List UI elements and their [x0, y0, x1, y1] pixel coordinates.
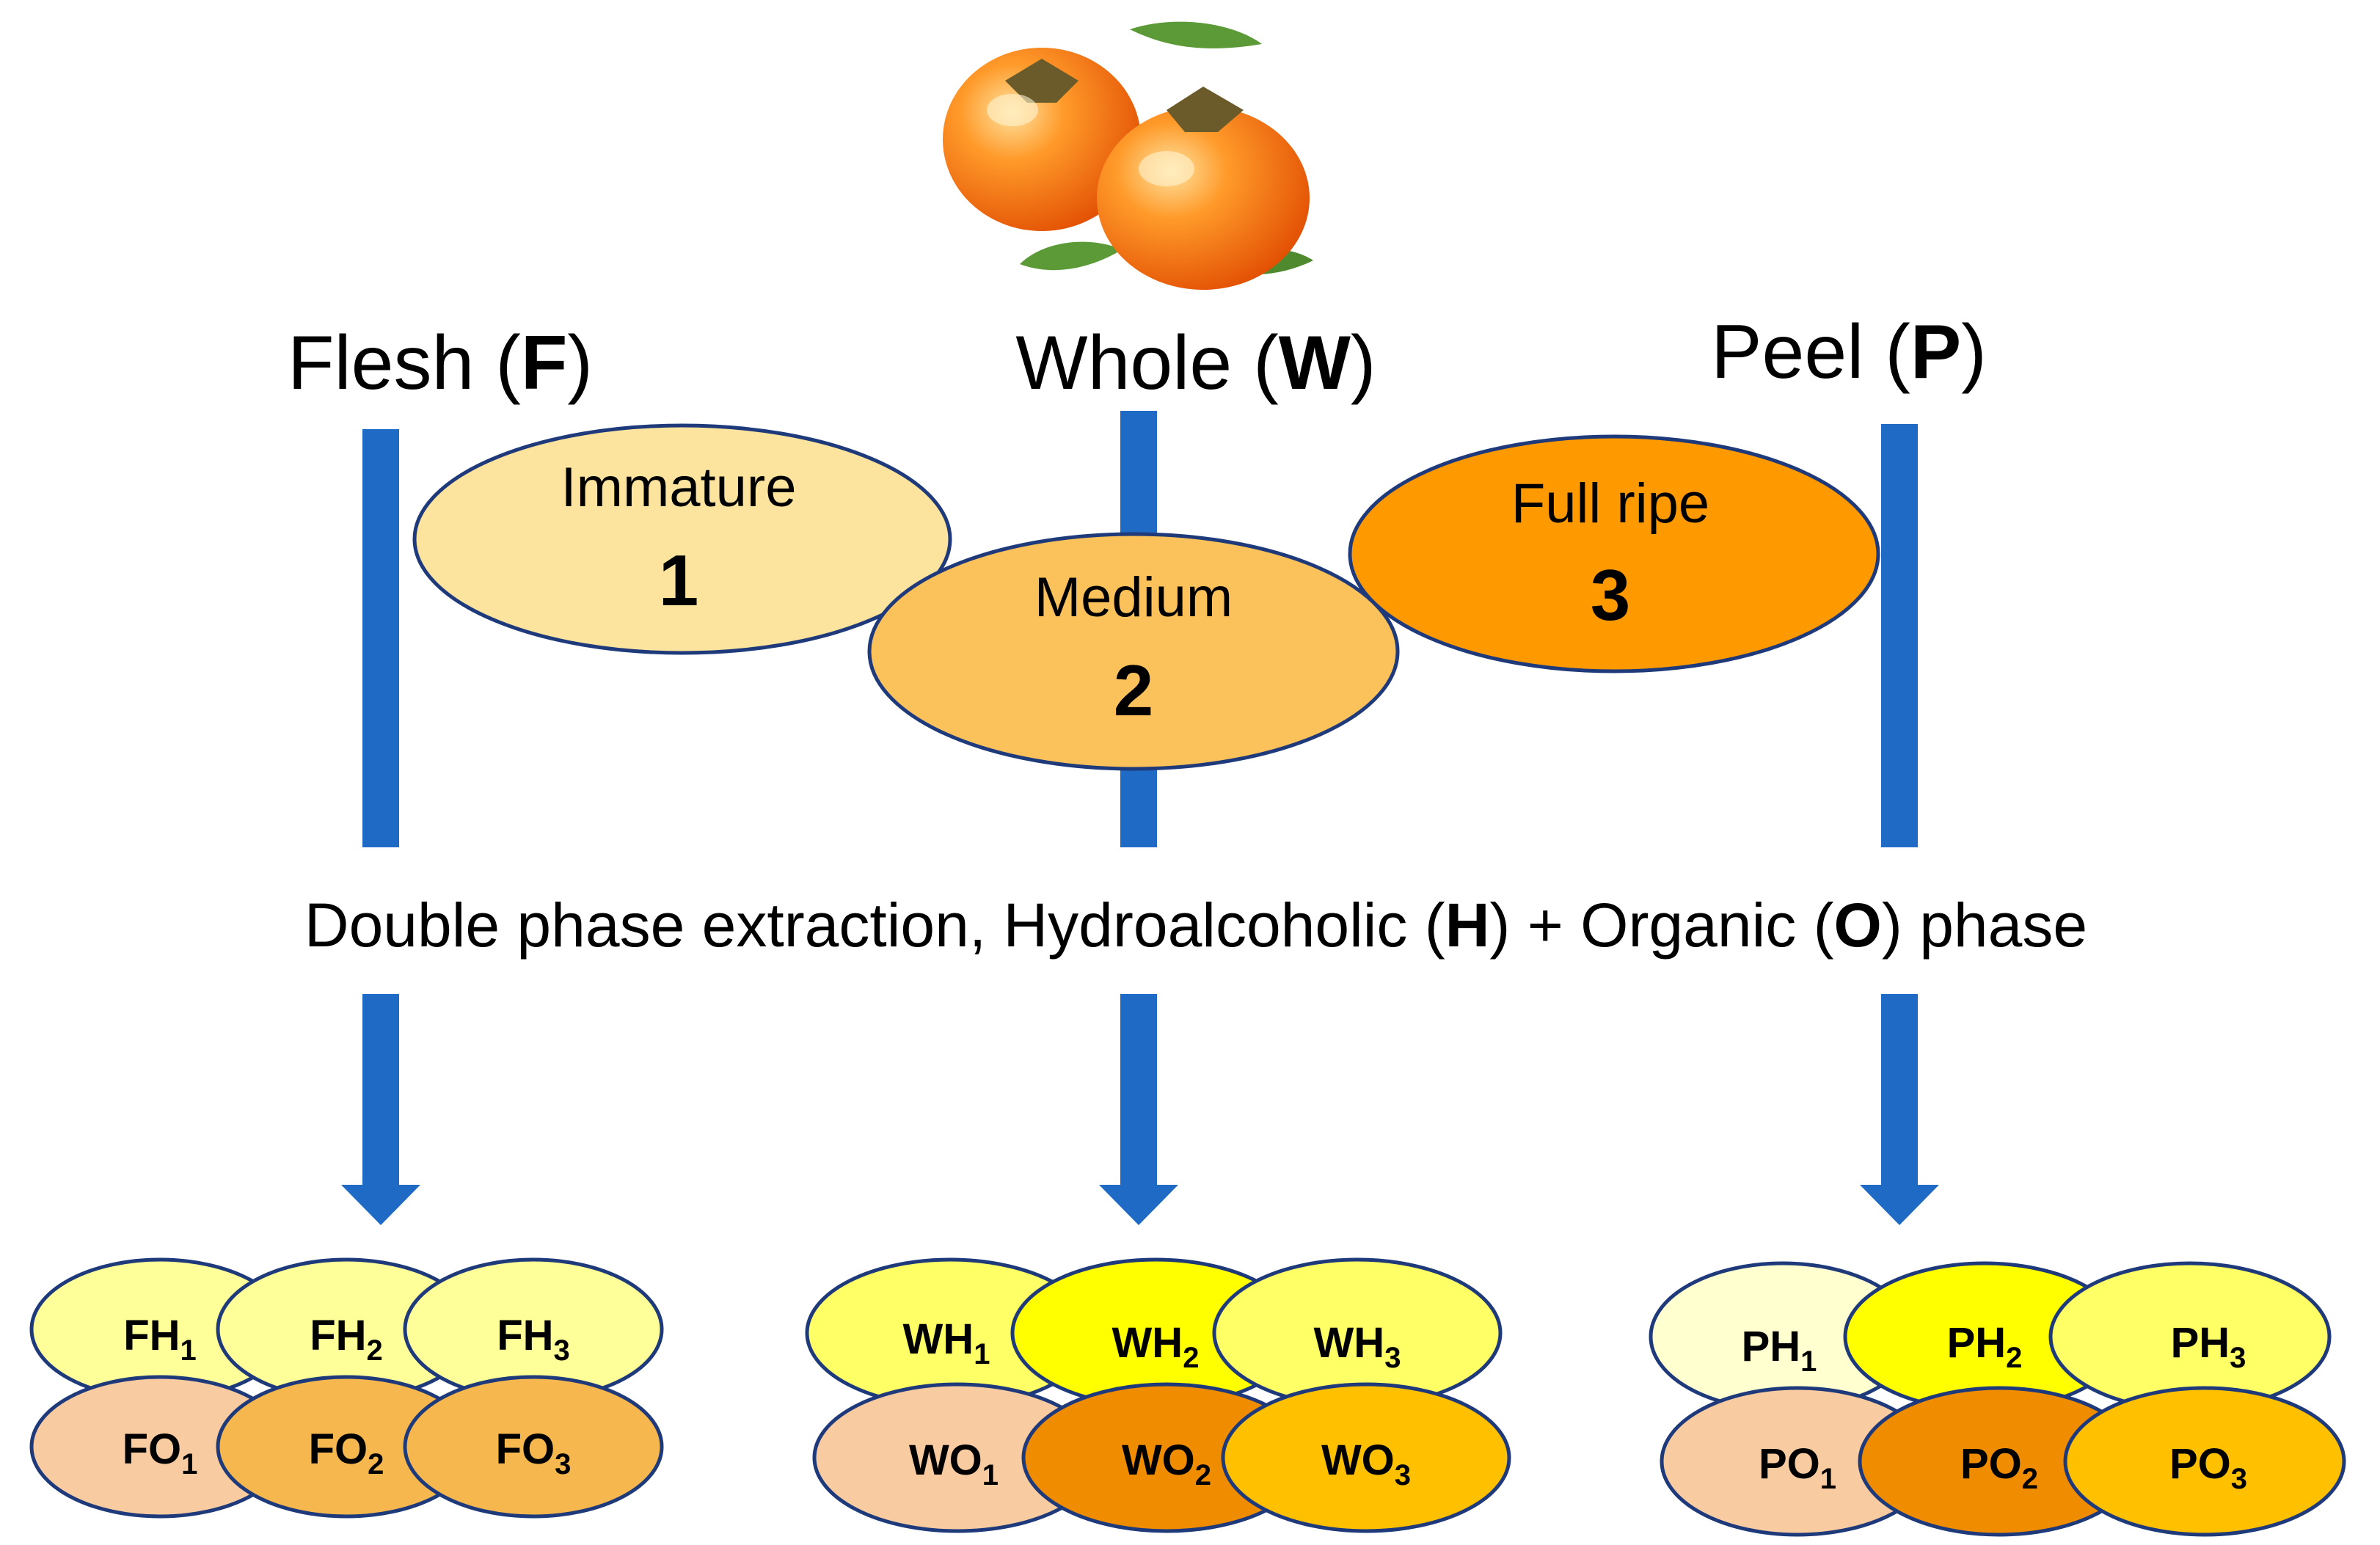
column-title-flesh: Flesh (F) — [288, 321, 593, 406]
sample-label-wh2: WH2 — [1112, 1319, 1200, 1374]
flesh-samples: FH1 FH2 FH3 FO1 FO2 FO3 — [29, 1257, 664, 1519]
ripeness-stage-1: Immature 1 — [412, 423, 952, 655]
sample-label-po1: PO1 — [1759, 1440, 1836, 1495]
ripeness-stage-2: Medium 2 — [867, 532, 1400, 771]
sample-label-fo3: FO3 — [496, 1425, 572, 1480]
ripeness-number: 2 — [1114, 650, 1154, 731]
ripeness-ellipse — [412, 423, 952, 655]
ripeness-number: 1 — [659, 540, 699, 621]
sample-label-wh1: WH1 — [903, 1315, 990, 1370]
sample-ellipse-po3 — [2063, 1386, 2346, 1537]
whole-samples: WH1 WH2 WH3 WO1 WO2 WO3 — [805, 1257, 1511, 1533]
sample-label-wh3: WH3 — [1314, 1319, 1401, 1374]
peel-down-arrow — [1860, 994, 1939, 1225]
extraction-description: Double phase extraction, Hydroalcoholic … — [304, 891, 2087, 960]
whole-down-arrow — [1099, 994, 1178, 1225]
ripeness-ellipse — [1348, 434, 1880, 673]
peel-bar — [1881, 424, 1918, 847]
sample-label-wo1: WO1 — [909, 1436, 999, 1491]
sample-label-po3: PO3 — [2169, 1440, 2247, 1495]
persimmon-fruit-icon — [943, 21, 1313, 290]
column-title-whole: Whole (W) — [1015, 321, 1376, 406]
ripeness-label: Immature — [561, 456, 797, 519]
sample-label-fo1: FO1 — [123, 1425, 198, 1480]
sample-label-fo2: FO2 — [309, 1425, 384, 1480]
column-title-peel: Peel (P) — [1711, 310, 1987, 395]
flesh-bar — [362, 429, 399, 847]
sample-label-ph3: PH3 — [2171, 1319, 2246, 1374]
ripeness-ellipse — [867, 532, 1400, 771]
sample-label-ph1: PH1 — [1742, 1323, 1817, 1378]
sample-label-fh3: FH3 — [497, 1312, 570, 1367]
peel-samples: PH1 PH2 PH3 PO1 PO2 PO3 — [1649, 1261, 2346, 1537]
ripeness-label: Medium — [1034, 566, 1233, 629]
ripeness-stage-3: Full ripe 3 — [1348, 434, 1880, 673]
sample-label-ph2: PH2 — [1947, 1319, 2023, 1374]
sample-label-fh1: FH1 — [123, 1312, 197, 1367]
sample-ellipse-wo3 — [1221, 1382, 1511, 1533]
sample-ellipse-fo3 — [403, 1375, 664, 1519]
sample-label-po2: PO2 — [1960, 1440, 2038, 1495]
sample-label-wo3: WO3 — [1321, 1436, 1411, 1491]
sample-label-wo2: WO2 — [1122, 1436, 1211, 1491]
ripeness-number: 3 — [1591, 555, 1631, 635]
ripeness-label: Full ripe — [1511, 472, 1709, 535]
sample-label-fh2: FH2 — [310, 1312, 383, 1367]
flesh-down-arrow — [341, 994, 420, 1225]
